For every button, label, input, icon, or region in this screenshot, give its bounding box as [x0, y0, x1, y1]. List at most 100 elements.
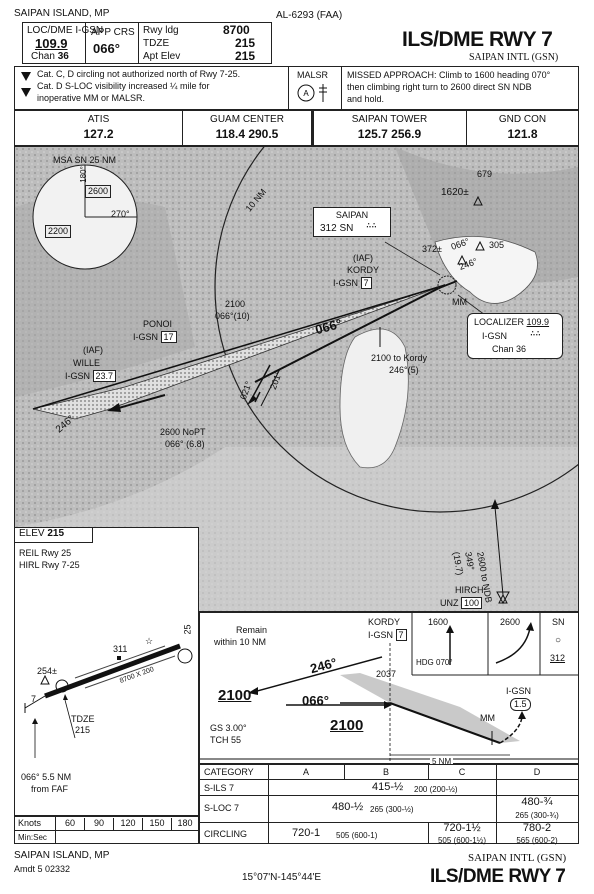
sils-minimum: 415-½ [372, 781, 404, 793]
runway-7-label: 7 [31, 694, 37, 704]
malsr-label: MALSR [297, 70, 329, 80]
localizer-label: LOCALIZER [474, 317, 525, 327]
timing-minsec: Min:Sec [18, 833, 47, 842]
comms-strip: ATIS 127.2 GUAM CENTER 118.4 290.5 SAIPA… [14, 110, 579, 146]
profile-alt-1: 2100 [218, 687, 252, 704]
tdze-label: TDZE [71, 714, 95, 724]
comm-label: GND CON [498, 114, 547, 125]
circ-d-hat: 565 (600-2) [516, 836, 558, 845]
saipan-ndb-box: SAIPAN 312 SN ∴∴ [313, 207, 391, 237]
footer-airport: SAIPAN INTL (GSN) [468, 852, 567, 864]
col-category: CATEGORY [204, 767, 254, 777]
col-a: A [302, 767, 309, 777]
profile-igsn: I-GSN [506, 686, 532, 696]
middle-marker: MM [452, 297, 467, 307]
ponoi-name: PONOI [143, 319, 173, 329]
profile-graphic [200, 613, 578, 763]
remain-1: Remain [236, 625, 268, 635]
chart-id: AL-6293 (FAA) [276, 10, 343, 21]
profile-view: Remain within 10 NM KORDY I-GSN 7 246° 0… [199, 612, 579, 767]
circ-d-minimum: 780-2 [522, 822, 552, 834]
ten-nm-ring [214, 147, 578, 513]
msa-2200: 2200 [45, 225, 72, 238]
faf-distance: 066° 5.5 NM [21, 772, 72, 782]
loc-label: LOC/DME I-GSN [27, 25, 104, 36]
sils-hat: 200 (200-½) [414, 785, 458, 794]
pt-course: 066°(10) [215, 311, 250, 321]
col-b: B [382, 767, 389, 777]
ponoi-dme: I-GSN [133, 332, 159, 342]
remain-2: within 10 NM [214, 637, 267, 647]
speed-120: 120 [114, 818, 143, 830]
app-crs-value: 066° [93, 41, 120, 56]
saipan-ndb-freq: 312 SN [320, 223, 354, 234]
obstacle-311: 311 [113, 644, 128, 654]
kordy-route-2: 246°(5) [389, 365, 419, 375]
obstacle-679: 679 [477, 169, 493, 179]
col-d: D [533, 767, 541, 777]
chan-value: 36 [57, 51, 69, 62]
kordy-dme-value: 7 [360, 277, 372, 289]
sloc-d-hat: 265 (300-¾) [515, 811, 559, 820]
reil: REIL Rwy 25 [19, 548, 72, 558]
comm-label: SAIPAN TOWER [351, 114, 428, 125]
note-line-3: inoperative MM or MALSR. [37, 93, 146, 103]
comm-atis: ATIS 127.2 [15, 111, 183, 145]
glideslope-angle: GS 3.00° [210, 723, 247, 733]
footer-amendment: Amdt 5 02332 [14, 864, 71, 874]
localizer-chan: Chan 36 [492, 344, 527, 354]
minimums-table: CATEGORY A B C D S-ILS 7 415-½ 200 (200-… [199, 764, 579, 845]
timing-knots: Knots [18, 818, 42, 828]
note-line-2: Cat. D S-LOC visibility increased ¼ mile… [37, 81, 210, 91]
obstacle-1620: 1620± [441, 187, 469, 198]
speed-150: 150 [143, 818, 172, 830]
header-location: SAIPAN ISLAND, MP [14, 8, 110, 19]
airport-diagram: ☆ [24, 636, 193, 758]
notes-strip: Cat. C, D circling not authorized north … [14, 66, 579, 110]
profile-course-066: 066° [302, 693, 329, 708]
localizer-freq: 109.9 [526, 317, 550, 327]
col-c: C [458, 767, 466, 777]
profile-igsn-value: 1.5 [510, 698, 531, 711]
rwy-ldg-label: Rwy ldg [143, 25, 179, 36]
missed-312: 312 [550, 653, 566, 663]
missed-sn: SN [552, 617, 565, 627]
profile-kordy-dme-value: 7 [395, 629, 407, 641]
approach-feather [32, 284, 446, 420]
localizer-id: I-GSN [482, 331, 508, 341]
briefing-strip: LOC/DME I-GSN 109.9 Chan 36 APP CRS 066°… [22, 22, 272, 64]
apt-elev-value: 215 [235, 49, 256, 63]
kordy-name: KORDY [346, 265, 379, 275]
comm-freq: 127.2 [83, 127, 114, 141]
profile-distance: 5 NM [430, 756, 454, 767]
sloc-minimum: 480-½ [332, 801, 364, 813]
svg-text:A: A [303, 89, 309, 98]
profile-kordy-dme: I-GSN [368, 630, 394, 640]
comm-ground: GND CON 121.8 [467, 111, 578, 145]
row-sloc: S-LOC 7 [204, 803, 240, 813]
svg-text:☆: ☆ [145, 636, 153, 646]
hirl: HIRL Rwy 7-25 [19, 560, 80, 570]
localizer-box: LOCALIZER 109.9 I-GSN ∴∴ Chan 36 [467, 313, 563, 359]
circ-ab-minimum: 720-1 [292, 827, 321, 839]
comm-label: ATIS [87, 114, 110, 125]
ndb-icon: ○ [555, 635, 562, 646]
missed-line-3: and hold. [347, 94, 385, 104]
wille-name: WILLE [73, 358, 101, 368]
pt-altitude: 2100 [225, 299, 246, 309]
kordy-iaf: (IAF) [353, 253, 373, 263]
msa-180: 180° [78, 166, 88, 183]
gs-altitude: 2037 [376, 669, 397, 679]
circ-ab-hat: 505 (600-1) [336, 831, 378, 840]
elev-label: ELEV [19, 528, 45, 539]
missed-2600: 2600 [500, 617, 521, 627]
elev-value: 215 [47, 528, 65, 539]
threshold-crossing-height: TCH 55 [210, 735, 242, 745]
sloc-hat: 265 (300-½) [370, 805, 414, 814]
footer-location: SAIPAN ISLAND, MP [14, 850, 110, 861]
faf-from: from FAF [31, 784, 69, 794]
tinian-island [339, 328, 409, 469]
row-sils: S-ILS 7 [204, 783, 235, 793]
missed-line-2: then climbing right turn to 2600 direct … [347, 82, 532, 92]
airport-sketch: ELEV 215 REIL Rwy 25 HIRL Rwy 7-25 ☆ 311… [14, 527, 199, 816]
